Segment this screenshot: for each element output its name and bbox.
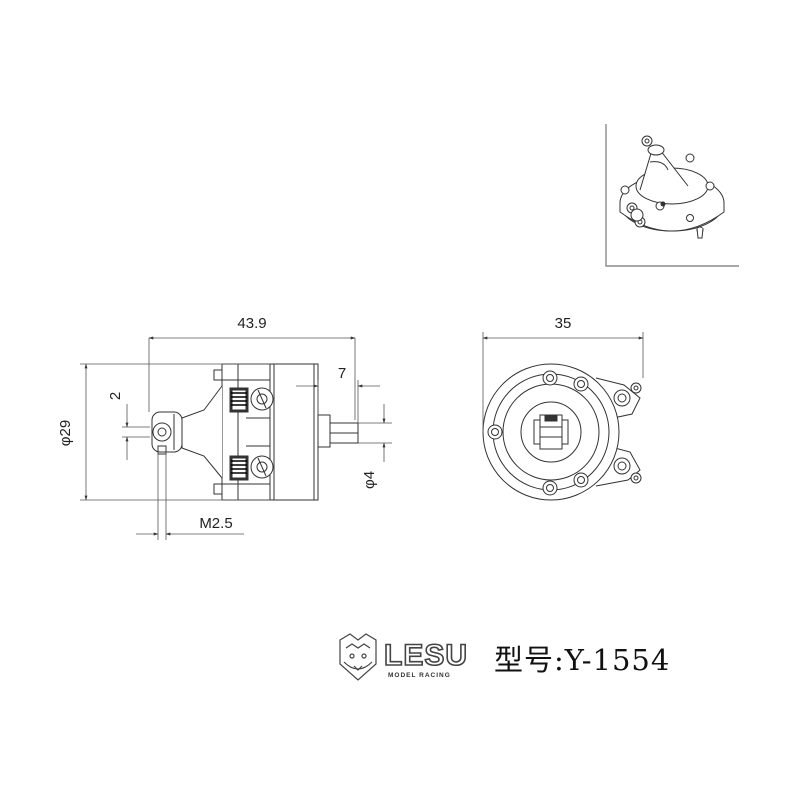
dim-shaft-length: 7 [338, 365, 346, 382]
lion-logo-icon [339, 633, 377, 681]
dim-thread: M2.5 [199, 515, 232, 532]
dim-front-diameter: 35 [555, 315, 572, 332]
model-number: 型号:Y-1554 [494, 643, 670, 677]
lower-bolt-cluster [229, 455, 274, 481]
front-bolt-bottom-left [542, 480, 558, 496]
dim-link-width: 2 [107, 392, 124, 400]
front-bolt-top-left [542, 370, 558, 386]
front-bolt-bottom-right [573, 472, 589, 488]
upper-bolt-cluster [229, 387, 274, 413]
front-bolt-top-right [573, 376, 589, 392]
side-view-dimensions [80, 336, 392, 540]
brand-name: LESU [384, 639, 468, 672]
side-view [151, 363, 359, 501]
front-bolt-left [487, 424, 503, 440]
front-view [482, 363, 642, 501]
iso-view-inset [605, 124, 739, 267]
ear-bolt-upper [613, 382, 642, 407]
dim-overall-length: 43.9 [237, 315, 266, 332]
brand-tagline: MODEL RACING [388, 672, 451, 679]
dim-shaft-diameter: φ4 [361, 471, 378, 489]
inset-frame [605, 124, 739, 267]
dim-body-diameter: φ29 [57, 420, 74, 446]
iso-view-drawing [619, 135, 725, 239]
front-view-dimensions [482, 332, 644, 432]
ear-bolt-lower [613, 457, 642, 484]
